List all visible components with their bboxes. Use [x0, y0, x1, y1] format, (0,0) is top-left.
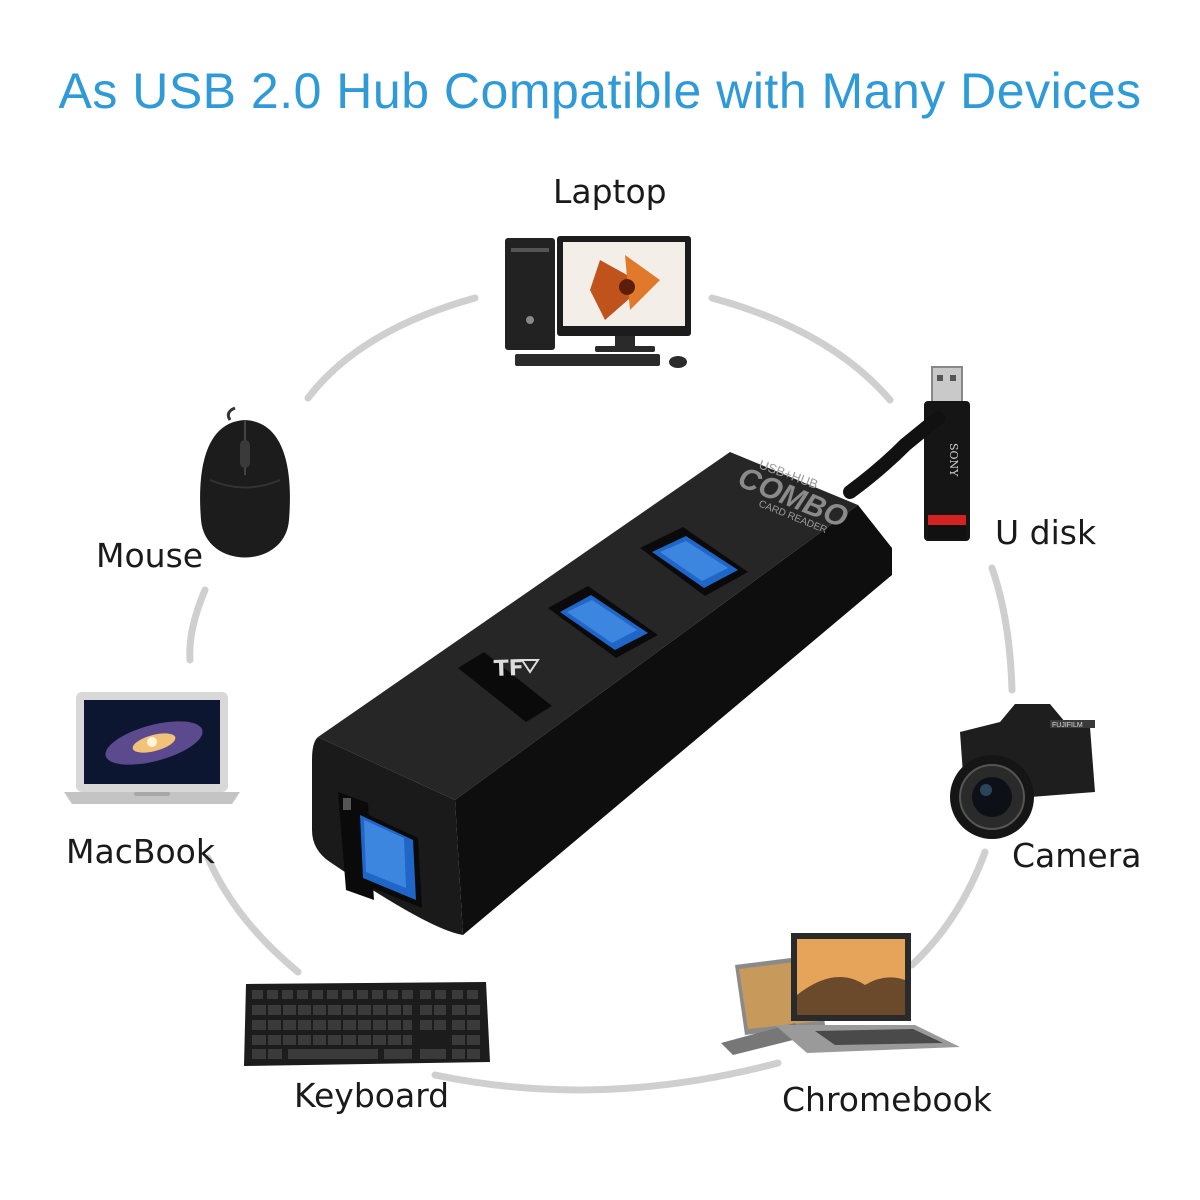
chromebook-image: [721, 933, 960, 1055]
ring-arc-left: [186, 586, 209, 664]
keyboard-image: [244, 982, 490, 1066]
usb-port-front: [338, 792, 422, 908]
ring-arc-lower-left: [204, 854, 302, 976]
desktop-computer-image: [505, 236, 691, 368]
hub-side-face: [455, 505, 892, 935]
page-title: As USB 2.0 Hub Compatible with Many Devi…: [58, 63, 1142, 119]
ring-arc-top-left: [304, 294, 479, 402]
ring-arc-right: [988, 564, 1016, 694]
ring-arc-top-right: [708, 294, 894, 404]
camera-brand-text: FUJIFILM: [1052, 722, 1083, 729]
ring-arc-bottom: [431, 1059, 782, 1094]
mouse-image: [200, 406, 290, 558]
ring-arc-lower-right: [908, 848, 989, 969]
device-label-udisk: U disk: [995, 513, 1097, 552]
device-label-keyboard: Keyboard: [294, 1076, 450, 1115]
tf-slot-arrow-icon: [520, 659, 540, 674]
device-label-chromebook: Chromebook: [782, 1080, 992, 1119]
usb-port-top-1: [640, 527, 748, 596]
device-label-laptop: Laptop: [553, 172, 667, 211]
device-label-mouse: Mouse: [96, 536, 204, 575]
tf-slot-label: TF: [493, 656, 524, 682]
macbook-image: [64, 692, 240, 804]
usb-port-top-2: [548, 586, 658, 658]
camera-image: FUJIFILM: [950, 704, 1095, 839]
udisk-brand-text: SONY: [947, 443, 960, 477]
tf-card-slot: [458, 652, 552, 722]
device-label-macbook: MacBook: [66, 832, 215, 871]
usb-flash-drive-image: SONY: [924, 366, 970, 541]
device-label-camera: Camera: [1012, 836, 1142, 875]
hub-cable: [843, 411, 945, 499]
